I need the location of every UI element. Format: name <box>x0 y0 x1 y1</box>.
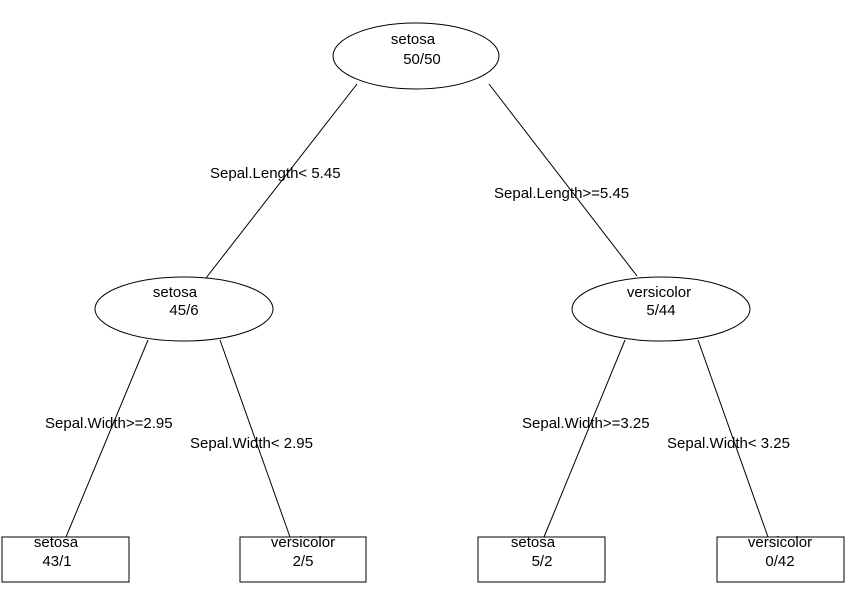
leaf-ll-counts: 43/1 <box>42 553 71 570</box>
leaf-ll-box <box>1 536 130 583</box>
split-label-root-left: Sepal.Length< 5.45 <box>210 165 341 182</box>
node-root-class-label: setosa <box>391 31 436 48</box>
node-right-class-label: versicolor <box>627 284 691 301</box>
edge-left-to-leaf-ll <box>65 339 149 538</box>
leaf-rr-counts: 0/42 <box>765 553 794 570</box>
leaf-ll: setosa 43/1 <box>1 534 130 583</box>
node-right: versicolor 5/44 <box>571 276 751 342</box>
node-root: setosa 50/50 <box>332 22 500 90</box>
leaf-rr: versicolor 0/42 <box>716 534 845 583</box>
edge-root-to-left <box>205 83 358 279</box>
node-left: setosa 45/6 <box>94 276 274 342</box>
node-root-ellipse <box>332 22 500 90</box>
leaf-rl-box <box>477 536 606 583</box>
edge-root-to-right <box>488 83 638 277</box>
edge-right-to-leaf-rl <box>543 339 626 538</box>
split-label-root-right: Sepal.Length>=5.45 <box>494 185 629 202</box>
leaf-lr-counts: 2/5 <box>293 553 314 570</box>
split-label-right-rl: Sepal.Width>=3.25 <box>522 415 650 432</box>
split-label-right-rr: Sepal.Width< 3.25 <box>667 435 790 452</box>
leaf-lr: versicolor 2/5 <box>239 534 367 583</box>
node-root-counts: 50/50 <box>403 51 441 68</box>
node-left-ellipse <box>94 276 274 342</box>
leaf-ll-class-label: setosa <box>34 534 79 551</box>
node-right-ellipse <box>571 276 751 342</box>
edge-right-to-leaf-rr <box>697 339 769 538</box>
split-label-left-ll: Sepal.Width>=2.95 <box>45 415 173 432</box>
edge-left-to-leaf-lr <box>219 339 291 538</box>
split-label-left-lr: Sepal.Width< 2.95 <box>190 435 313 452</box>
leaf-rr-class-label: versicolor <box>748 534 812 551</box>
node-right-counts: 5/44 <box>646 302 675 319</box>
node-left-class-label: setosa <box>153 284 198 301</box>
leaf-rr-box <box>716 536 845 583</box>
leaf-lr-box <box>239 536 367 583</box>
leaf-rl-class-label: setosa <box>511 534 556 551</box>
leaf-lr-class-label: versicolor <box>271 534 335 551</box>
node-left-counts: 45/6 <box>169 302 198 319</box>
leaf-rl-counts: 5/2 <box>532 553 553 570</box>
leaf-rl: setosa 5/2 <box>477 534 606 583</box>
